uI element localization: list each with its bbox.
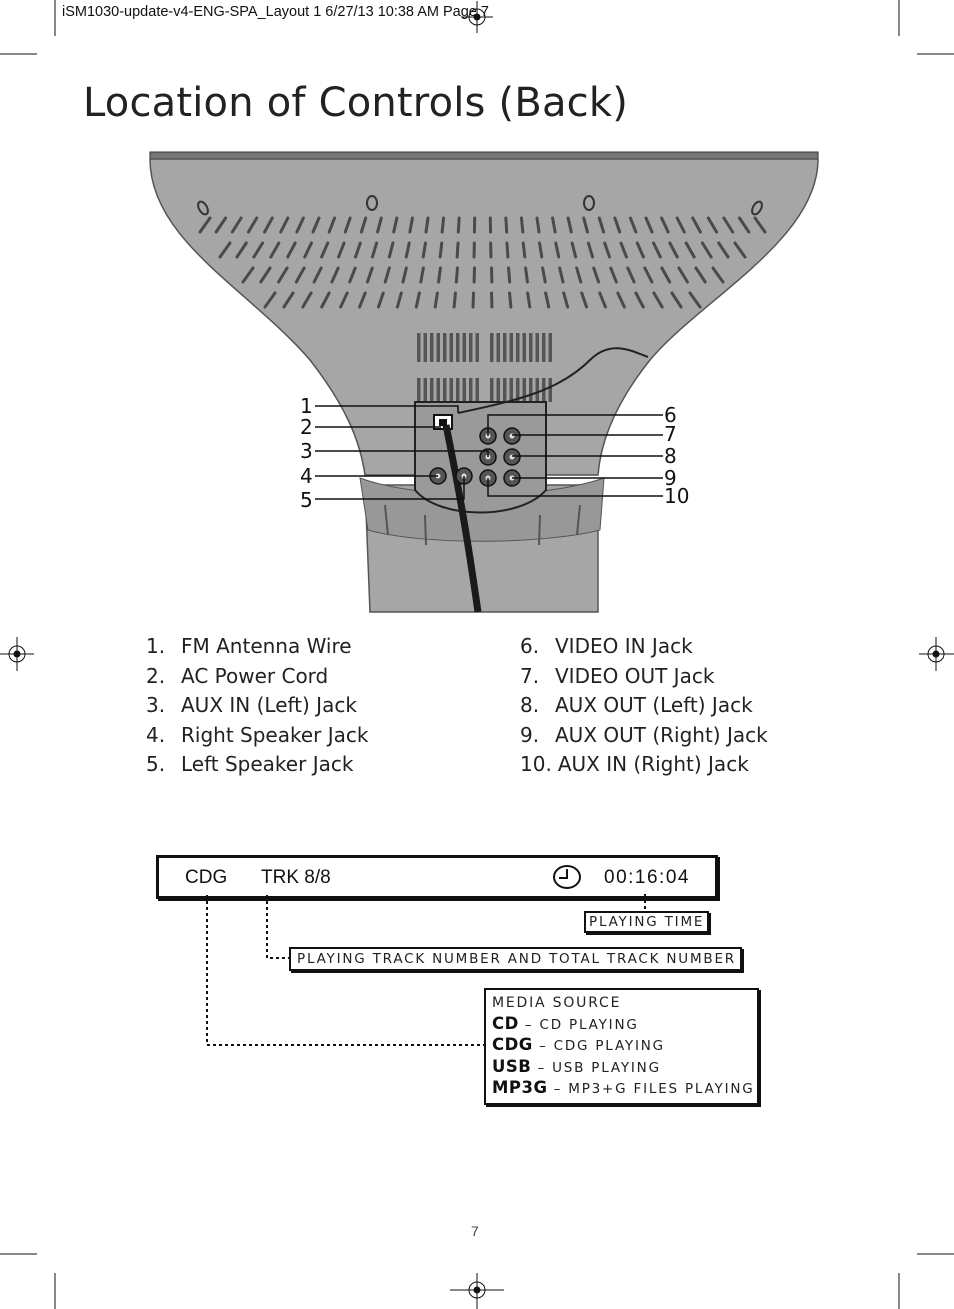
callout-number: 9 — [664, 466, 677, 490]
callout-number: 2 — [300, 415, 313, 439]
callout-number: 4 — [300, 464, 313, 488]
media-item-cdg: CDG – CDG PLAYING — [492, 1035, 665, 1054]
lcd-display: CDG TRK 8/8 00:16:04 — [156, 855, 718, 899]
product-back-diagram: 1 2 3 4 5 6 7 8 9 10 — [149, 151, 819, 613]
list-item: 2.AC Power Cord — [146, 663, 329, 688]
media-item-cd: CD – CD PLAYING — [492, 1014, 639, 1033]
list-item: 1.FM Antenna Wire — [146, 634, 352, 658]
page-title: Location of Controls (Back) — [83, 80, 629, 126]
list-item: 3.AUX IN (Left) Jack — [146, 693, 357, 717]
callout-number: 7 — [664, 422, 677, 446]
callout-number: 3 — [300, 439, 313, 463]
track-number-label: PLAYING TRACK NUMBER AND TOTAL TRACK NUM… — [289, 947, 742, 971]
list-item: 7.VIDEO OUT Jack — [520, 663, 715, 688]
media-item-mp3g: MP3G – MP3+G FILES PLAYING — [492, 1078, 755, 1097]
page-number: 7 — [471, 1223, 479, 1239]
list-item: 9.AUX OUT (Right) Jack — [520, 722, 768, 747]
playing-time-label: PLAYING TIME — [584, 911, 710, 933]
callout-number: 8 — [664, 444, 677, 468]
callout-number: 5 — [300, 488, 313, 512]
callout-number: 6 — [664, 403, 677, 427]
print-slug: iSM1030-update-v4-ENG-SPA_Layout 1 6/27/… — [62, 4, 489, 20]
track-readout: TRK 8/8 — [261, 867, 331, 888]
list-item: 4.Right Speaker Jack — [146, 722, 369, 747]
media-source-readout: CDG — [185, 867, 228, 888]
clock-icon — [553, 865, 581, 889]
media-item-usb: USB – USB PLAYING — [492, 1057, 661, 1076]
list-item: 10.AUX IN (Right) Jack — [520, 752, 749, 776]
media-source-heading: MEDIA SOURCE — [492, 995, 622, 1011]
controls-list-right: 6.VIDEO IN Jack 7.VIDEO OUT Jack 8.AUX O… — [520, 632, 768, 780]
controls-list-left: 1.FM Antenna Wire 2.AC Power Cord 3.AUX … — [146, 632, 368, 780]
callout-number: 10 — [664, 484, 689, 508]
list-item: 6.VIDEO IN Jack — [520, 634, 693, 658]
list-item: 8.AUX OUT (Left) Jack — [520, 693, 753, 717]
callout-number: 1 — [300, 394, 313, 418]
playing-time-readout: 00:16:04 — [604, 867, 690, 888]
list-item: 5.Left Speaker Jack — [146, 752, 354, 776]
media-source-box: MEDIA SOURCE CD – CD PLAYING CDG – CDG P… — [484, 988, 759, 1105]
